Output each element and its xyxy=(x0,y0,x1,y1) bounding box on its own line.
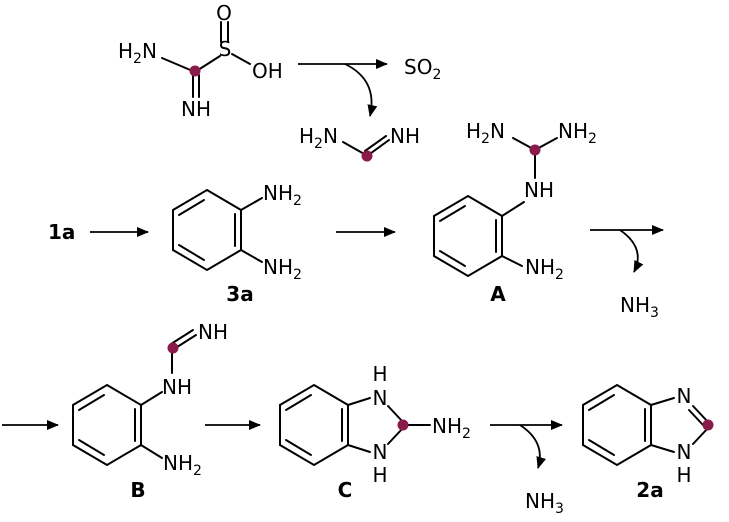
bond xyxy=(170,329,194,345)
amine-label-bottom: NH2 xyxy=(525,255,564,283)
bond xyxy=(285,394,312,411)
bond xyxy=(342,141,367,156)
benzene-ring xyxy=(172,188,242,272)
bond xyxy=(140,391,163,406)
amine-label-top: NH2 xyxy=(263,181,302,209)
bond xyxy=(439,205,466,222)
n-label-bottom: N xyxy=(677,440,692,464)
bond xyxy=(692,405,709,423)
oxygen-label: O xyxy=(216,1,232,25)
benzene-ring xyxy=(582,383,652,467)
bond xyxy=(161,57,196,73)
compound-label-2a: 2a xyxy=(636,478,663,502)
amino-label-right: NH2 xyxy=(558,119,597,147)
imino-label: NH xyxy=(181,97,211,121)
bond xyxy=(588,394,615,411)
bond xyxy=(347,397,371,406)
bond xyxy=(78,439,105,456)
ammonia-label: NH3 xyxy=(525,489,564,517)
bond xyxy=(178,244,205,261)
curved-arrow xyxy=(619,229,644,273)
n-label-top: N xyxy=(373,386,388,410)
amine-label-bottom: NH2 xyxy=(263,255,302,283)
n-label-top: N xyxy=(677,384,692,408)
bond xyxy=(240,197,263,211)
compound-label-B: B xyxy=(130,478,145,502)
amino-label: H2N xyxy=(118,39,157,67)
bond xyxy=(364,135,387,152)
reagent-formamidine-sulfinic-acid: O S OH H2N NH xyxy=(118,1,283,121)
bond xyxy=(178,199,205,216)
amino-label-left: H2N xyxy=(466,119,505,147)
bond xyxy=(650,444,675,453)
amino-label: H2N xyxy=(299,124,338,152)
carbodiimide: H2N NH xyxy=(299,124,420,162)
bond xyxy=(501,255,523,267)
compound-label-3a: 3a xyxy=(226,282,253,306)
compound-label-C: C xyxy=(338,478,353,502)
hydroxyl-label: OH xyxy=(252,59,283,83)
compound-B: NH NH NH2 B xyxy=(72,320,228,502)
carbon-marker-dot xyxy=(361,150,373,162)
amine-label-bottom: NH2 xyxy=(163,451,202,479)
carbon-marker-dot xyxy=(189,65,201,77)
curved-arrow xyxy=(519,424,547,469)
imino-label: NH xyxy=(198,320,228,344)
carbon-marker-dot xyxy=(529,144,541,156)
benzene-ring xyxy=(433,194,503,278)
bond xyxy=(231,53,251,65)
curved-arrow xyxy=(344,63,378,117)
nh-label: NH xyxy=(162,375,192,399)
so2-label: SO2 xyxy=(404,55,441,83)
sulfur-label: S xyxy=(219,37,232,61)
bond xyxy=(692,427,709,445)
compound-C: H N N H NH2 C xyxy=(279,362,471,502)
h-label-bottom: H xyxy=(676,463,691,487)
nh-label: NH xyxy=(524,178,554,202)
carbon-marker-dot xyxy=(397,419,409,431)
compound-A: NH H2N NH2 NH2 A xyxy=(433,119,597,306)
bond xyxy=(140,444,163,459)
compound-label-A: A xyxy=(490,282,506,306)
bond xyxy=(387,428,403,445)
amine-label: NH2 xyxy=(432,414,471,442)
bond xyxy=(78,394,105,411)
bond xyxy=(588,439,615,456)
imino-label: NH xyxy=(390,124,420,148)
compound-3a: NH2 NH2 3a xyxy=(172,181,302,306)
n-label-bottom: N xyxy=(373,440,388,464)
bond xyxy=(439,250,466,267)
bond xyxy=(285,439,312,456)
compound-label-1a: 1a xyxy=(48,220,75,244)
bond xyxy=(688,409,704,426)
bond xyxy=(501,201,525,217)
carbon-marker-dot xyxy=(702,419,714,431)
bond xyxy=(650,397,675,406)
benzene-ring xyxy=(279,383,349,467)
bond xyxy=(387,405,403,422)
h-label-bottom: H xyxy=(372,463,387,487)
bond xyxy=(347,444,371,453)
benzene-ring xyxy=(72,383,142,467)
compound-2a: N N H 2a xyxy=(582,383,714,502)
h-label-top: H xyxy=(372,362,387,386)
carbon-marker-dot xyxy=(167,342,179,354)
bond xyxy=(240,249,263,263)
ammonia-label: NH3 xyxy=(620,293,659,321)
